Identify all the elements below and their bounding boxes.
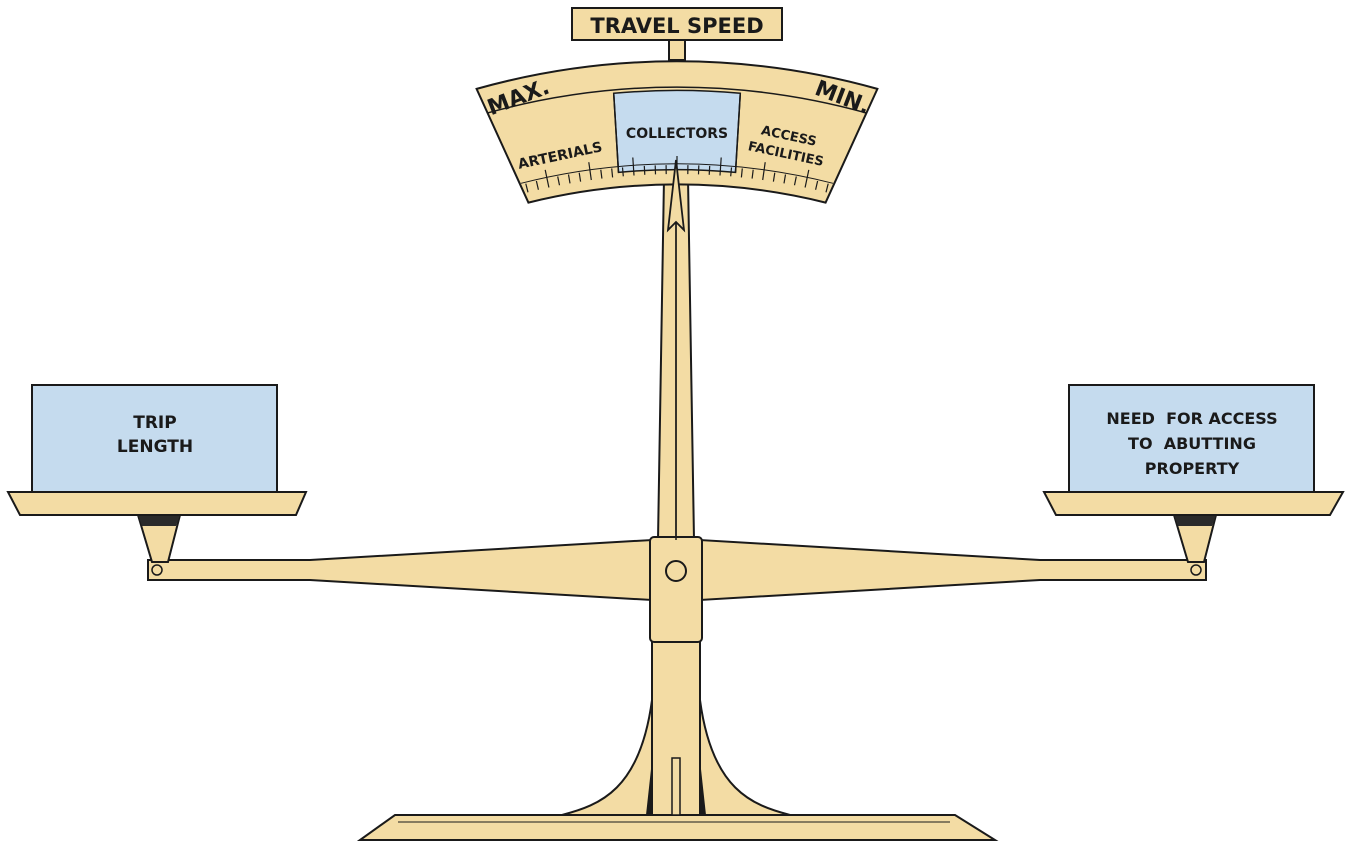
scale-beam — [147, 536, 1207, 643]
dial-title: TRAVEL SPEED — [590, 14, 763, 38]
dial-tick — [567, 174, 571, 184]
dial-tick — [708, 165, 711, 175]
speed-dial: TRAVEL SPEED MAX. MIN. ARTERIALS COLLECT… — [475, 7, 879, 540]
dial-tick — [815, 180, 819, 190]
dial-tick — [544, 169, 550, 188]
dial-tick — [793, 176, 797, 186]
dial-tick — [719, 157, 722, 176]
dial-tick — [578, 172, 582, 182]
dial-tick — [643, 165, 646, 175]
dial-tick — [783, 174, 787, 184]
access-need-line-3: PROPERTY — [1145, 459, 1240, 478]
dial-tick — [825, 183, 829, 193]
access-need-line-1: NEED FOR ACCESS — [1106, 409, 1277, 428]
dial-tick — [588, 162, 592, 181]
trip-length-box — [31, 384, 278, 493]
access-need-line-2: TO ABUTTING — [1128, 434, 1256, 453]
dial-tick — [730, 167, 733, 177]
dial-tick — [621, 167, 624, 177]
dial-tick — [535, 180, 539, 190]
dial-tick — [804, 169, 810, 188]
trip-length-line-2: LENGTH — [117, 437, 193, 457]
dial-tick — [740, 168, 743, 178]
trip-length-line-1: TRIP — [133, 413, 176, 433]
dial-pointer-icon — [666, 159, 686, 540]
access-need-box — [1068, 384, 1315, 493]
right-pan: NEED FOR ACCESS TO ABUTTING PROPERTY — [1042, 384, 1345, 563]
dial-segment-collectors: COLLECTORS — [626, 126, 728, 142]
pivot-icon — [665, 560, 687, 582]
left-pan: TRIP LENGTH — [6, 384, 308, 563]
dial-tick — [751, 169, 754, 179]
dial-tick — [772, 172, 776, 182]
dial-tick — [557, 176, 561, 186]
dial-tick — [632, 157, 635, 176]
dial-tick — [600, 169, 603, 179]
dial-tick — [525, 183, 529, 193]
dial-tick — [611, 168, 614, 178]
dial-tick — [762, 162, 766, 181]
